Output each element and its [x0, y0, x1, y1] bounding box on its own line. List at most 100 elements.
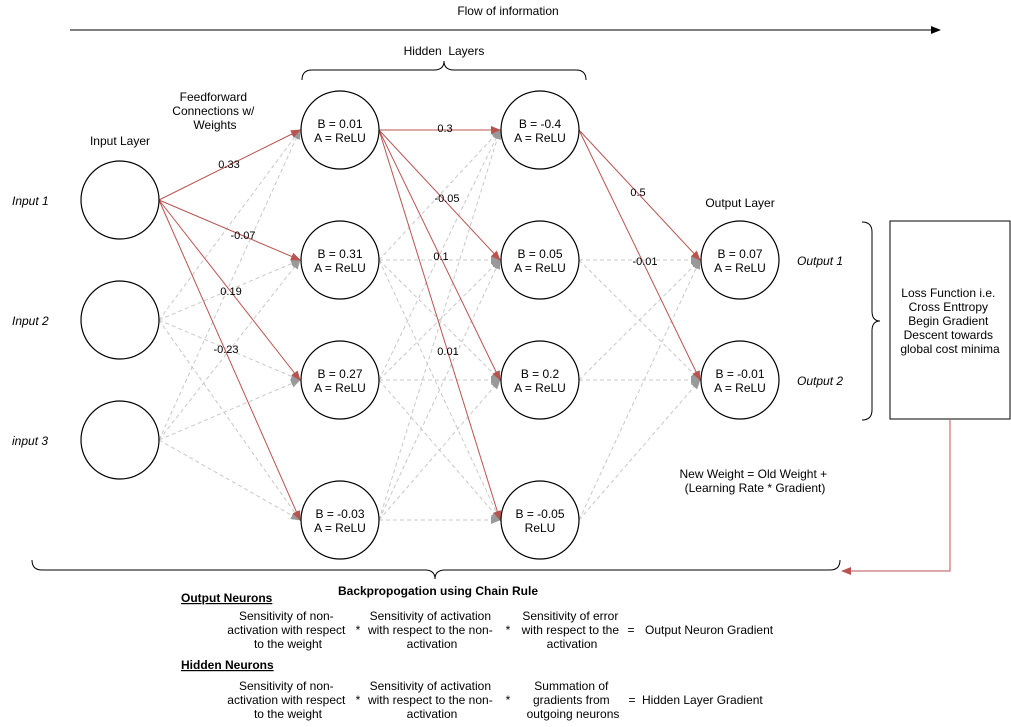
edge-in1-h1-3 [158, 199, 301, 381]
output-layer-label: Output Layer [705, 196, 774, 210]
hidden-term-1-line-3: to the weight [254, 707, 323, 721]
edge-h1-4-h2-3 [378, 379, 501, 521]
edge-h1-4-h2-2 [378, 259, 501, 521]
output-node-1-activation: A = ReLU [714, 261, 766, 275]
input-label-3: input 3 [12, 434, 48, 448]
output-term-2-line-1: Sensitivity of activation [370, 609, 491, 623]
input-label-2: Input 2 [12, 314, 49, 328]
output-label-2: Output 2 [797, 374, 843, 388]
hidden1-node-2 [300, 220, 380, 300]
hidden1-node-1 [300, 90, 380, 170]
hidden1-node-3 [300, 340, 380, 420]
hidden-term-2-line-1: Sensitivity of activation [370, 679, 491, 693]
hidden2-node-3 [500, 340, 580, 420]
hidden1-node-3-bias: B = 0.27 [317, 367, 362, 381]
hidden-term-3-line-1: Summation of [534, 679, 609, 693]
hidden-mul-1: * [356, 693, 361, 707]
loss-line-3: Begin Gradient [908, 314, 989, 328]
output-result: Output Neuron Gradient [645, 623, 774, 637]
hidden2-node-1-activation: A = ReLU [514, 131, 566, 145]
edge-in2-h1-1 [158, 129, 301, 321]
edge-h1-1-h2-4 [378, 129, 502, 521]
hidden-term-3-line-3: outgoing neurons [527, 707, 620, 721]
edge-in2-h1-3 [158, 319, 301, 381]
hidden2-node-1 [500, 90, 580, 170]
flow-label: Flow of information [457, 4, 558, 18]
hidden1-node-2-bias: B = 0.31 [317, 247, 362, 261]
hidden2-node-4-activation: ReLU [525, 521, 556, 535]
edge-h1-3-h2-2 [378, 259, 501, 381]
edge-in3-h1-3 [158, 379, 301, 441]
hidden1-node-1-bias: B = 0.01 [317, 117, 362, 131]
weight-h2-1-out-2: -0.01 [632, 256, 657, 268]
edge-h1-1-h2-2 [378, 129, 501, 261]
input-node-3 [80, 400, 160, 480]
update-rule: New Weight = Old Weight + (Learning Rate… [680, 467, 831, 495]
hidden2-node-4 [500, 480, 580, 560]
input-label-1: Input 1 [12, 194, 49, 208]
edge-h1-1-h2-3 [378, 129, 501, 381]
hidden1-node-2-activation: A = ReLU [314, 261, 366, 275]
hidden1-node-1-activation: A = ReLU [314, 131, 366, 145]
loss-line-2: Cross Enttropy [909, 300, 988, 314]
output-label-1: Output 1 [797, 254, 843, 268]
hidden-term-3: Summation of gradients from outgoing neu… [527, 679, 620, 721]
edge-in3-h1-1 [158, 129, 301, 441]
hidden2-node-3-activation: A = ReLU [514, 381, 566, 395]
hidden-term-2-line-2: with respect to the non- [367, 693, 493, 707]
output-mul-2: * [506, 623, 511, 637]
edge-h2-3-out-1 [578, 259, 701, 381]
hidden-term-1: Sensitivity of non- activation with resp… [227, 679, 348, 721]
hidden-term-3-line-2: gradients from [533, 693, 610, 707]
output-term-2: Sensitivity of activation with respect t… [367, 609, 496, 651]
hidden1-node-4 [300, 480, 380, 560]
hidden2-node-2-activation: A = ReLU [514, 261, 566, 275]
output-node-2-bias: B = -0.01 [715, 367, 764, 381]
hidden-term-2-line-3: activation [407, 707, 458, 721]
output-eq: = [627, 623, 634, 637]
output-term-3-line-1: Sensitivity of error [522, 609, 618, 623]
edges: 0.33-0.070.19-0.230.3-0.050.10.010.5-0.0… [158, 123, 701, 524]
output-node-1 [700, 220, 780, 300]
input-node-1 [80, 160, 160, 240]
loss-line-4: Descent towards [904, 328, 993, 342]
backprop-return-arrow [841, 420, 951, 575]
output-term-3-line-2: with respect to the [521, 623, 620, 637]
output-term-1-line-3: to the weight [254, 637, 323, 651]
edge-in2-h1-4 [158, 319, 301, 521]
edge-in2-h1-2 [158, 259, 301, 321]
output-term-1-line-2: activation with respect [227, 623, 346, 637]
hidden-layers-brace [301, 60, 587, 81]
loss-function-box [889, 220, 1011, 420]
hidden-neurons-title: Hidden Neurons [181, 658, 274, 672]
output-term-3-line-3: activation [547, 637, 598, 651]
loss-function-text: Loss Function i.e. Cross Enttropy Begin … [900, 286, 1000, 356]
input-layer-label: Input Layer [90, 134, 150, 148]
input-node-2 [80, 280, 160, 360]
edge-in3-h1-4 [158, 439, 301, 521]
weight-h1-1-h2-3: 0.1 [433, 251, 448, 263]
edge-in3-h1-2 [158, 259, 301, 441]
hidden2-node-1-bias: B = -0.4 [519, 117, 562, 131]
hidden2-node-2-bias: B = 0.05 [517, 247, 562, 261]
edge-h2-4-out-1 [578, 259, 701, 521]
weight-h1-1-h2-2: -0.05 [434, 193, 459, 205]
output-term-1-line-1: Sensitivity of non- [239, 609, 334, 623]
edge-in1-h1-4 [158, 199, 301, 521]
hidden-term-1-line-2: activation with respect [227, 693, 346, 707]
edge-in1-h1-1 [158, 129, 301, 201]
loss-line-1: Loss Function i.e. [901, 286, 995, 300]
hidden2-node-2 [500, 220, 580, 300]
weight-in1-h1-3: 0.19 [220, 286, 241, 298]
output-neurons-title: Output Neurons [181, 591, 273, 605]
backprop-brace [31, 559, 841, 580]
feedforward-line-3: Weights [193, 118, 236, 132]
hidden2-node-4-bias: B = -0.05 [515, 507, 564, 521]
hidden-mul-2: * [506, 693, 511, 707]
output-mul-1: * [356, 623, 361, 637]
hidden1-node-4-activation: A = ReLU [314, 521, 366, 535]
output-node-1-bias: B = 0.07 [717, 247, 762, 261]
hidden2-node-3-bias: B = 0.2 [521, 367, 560, 381]
